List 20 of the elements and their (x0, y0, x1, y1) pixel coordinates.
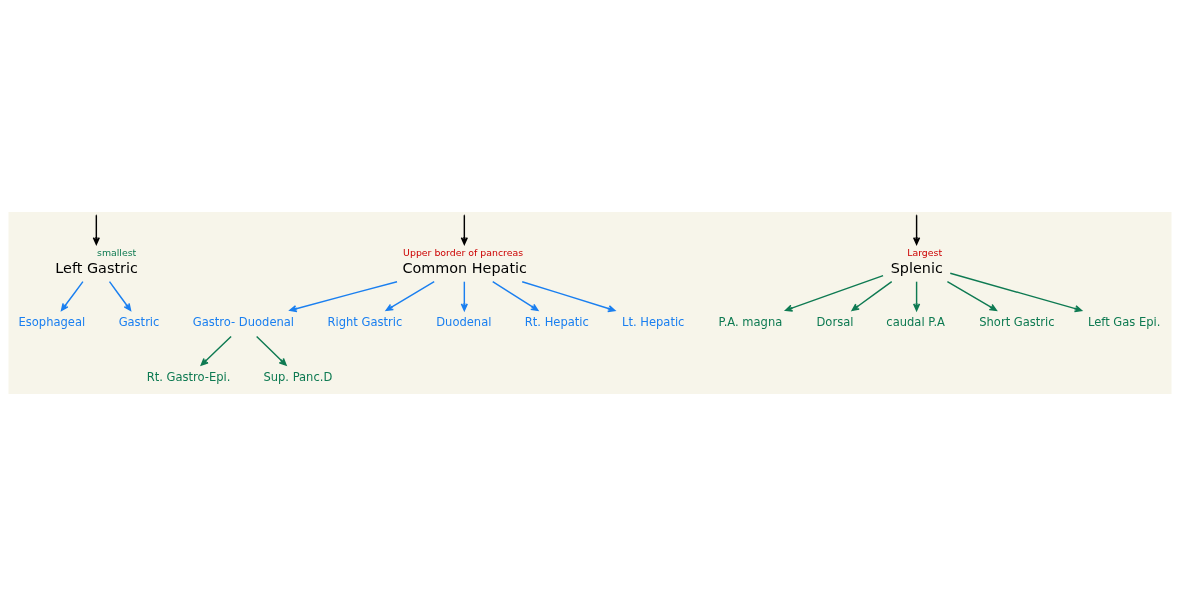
node-text: P.A. magna (718, 315, 783, 330)
node-text: Rt. Hepatic (524, 315, 589, 330)
node-text: Short Gastric (979, 315, 1055, 330)
node-text: Duodenal (436, 315, 492, 330)
node-text: Splenic (890, 260, 943, 277)
node-text: caudal P.A (886, 315, 945, 330)
node-text: Right Gastric (327, 315, 403, 330)
node-text: Esophageal (18, 315, 86, 330)
node-text: Gastro- Duodenal (192, 315, 295, 330)
node-text: Sup. Panc.D (263, 369, 333, 384)
node-label: Upper border of pancreas (403, 247, 524, 259)
node-text: Dorsal (816, 315, 854, 330)
node-text: Rt. Gastro-Epi. (146, 369, 231, 384)
node-label: Largest (907, 247, 943, 259)
node-text: Lt. Hepatic (622, 315, 685, 330)
node-text: Left Gas Epi. (1087, 315, 1161, 330)
node-text: Common Hepatic (402, 260, 527, 277)
node-text: Gastric (118, 315, 160, 330)
node-label: smallest (97, 247, 137, 259)
node-text: Left Gastric (55, 260, 138, 277)
